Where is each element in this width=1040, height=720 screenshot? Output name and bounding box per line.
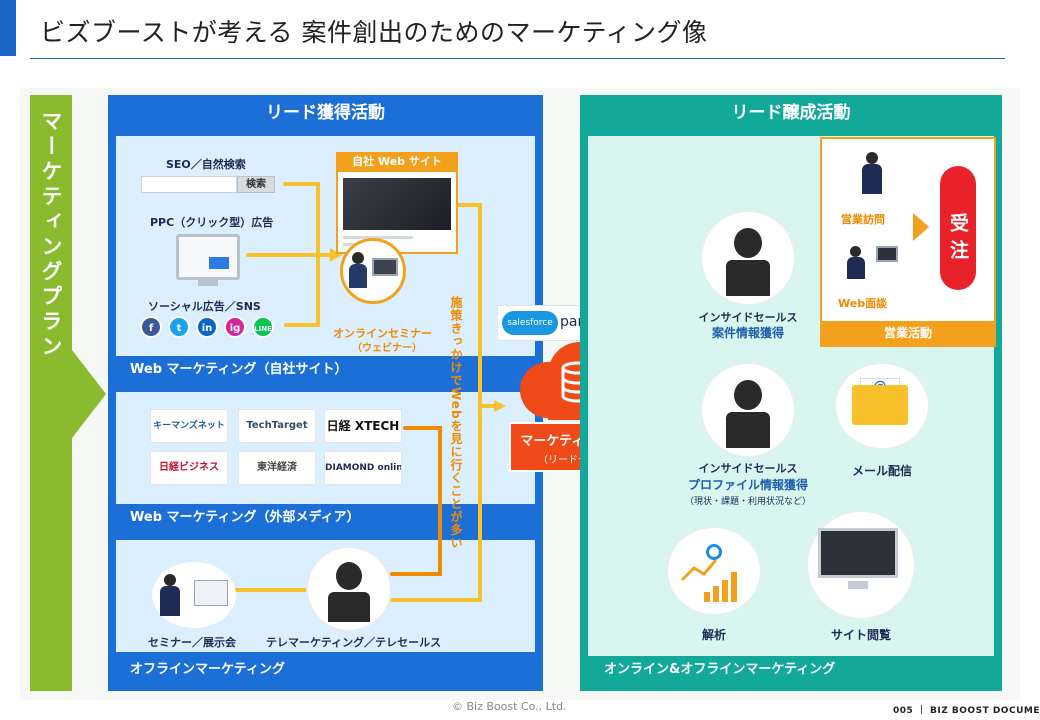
marketing-plan-label: マーケティングプラン: [39, 110, 63, 360]
ppc-monitor-icon: [176, 234, 240, 280]
title-divider: [30, 58, 1005, 59]
operator-head: [336, 562, 362, 590]
sales-activity-band: 営業活動: [822, 321, 994, 345]
site-view-label: サイト閲覧: [830, 628, 891, 642]
web-meeting-person-head: [850, 246, 861, 257]
online-offline-band: オンライン&オフラインマーケティング: [588, 656, 994, 684]
ad-banner-icon: [209, 257, 229, 269]
media-logo-xtech: 日経 XTECH: [324, 409, 402, 443]
twitter-icon: t: [168, 316, 190, 338]
external-media-band: Web マーケティング（外部メディア）: [116, 504, 535, 532]
site-monitor-stand-icon: [848, 581, 868, 589]
sales-visit-label: 営業訪問: [841, 213, 885, 226]
web-visit-note: 施策きっかけでWebを見に行くことが多い: [449, 296, 463, 550]
sales-visit-person-body: [862, 164, 882, 194]
page-number: 005 ｜ BIZ BOOST DOCUMENT: [893, 706, 1040, 716]
media-logo-diamond: DIAMOND online: [324, 451, 402, 485]
facebook-icon: f: [140, 316, 162, 338]
analysis-label: 解析: [701, 628, 726, 642]
search-button: 検索: [237, 176, 275, 193]
inside-sales-1-role: インサイドセールス: [698, 311, 798, 324]
sales-visit-person-head: [866, 152, 878, 164]
search-input: [141, 176, 237, 193]
marketing-plan-bar: [30, 95, 72, 691]
mail-delivery-label: メール配信: [851, 464, 912, 478]
webinar-person-head: [352, 252, 364, 264]
site-flow-line: [390, 203, 482, 602]
inside-sales-1-head: [734, 228, 762, 258]
media-logo-keymans: キーマンズネット: [150, 409, 228, 443]
operator-body: [328, 592, 370, 622]
linkedin-icon: in: [196, 316, 218, 338]
lead-generation-header: リード獲得活動: [266, 103, 385, 123]
order-badge: 受注: [940, 166, 976, 290]
webinar-label: オンラインセミナー: [333, 327, 432, 340]
web-meeting-label: Web面談: [838, 297, 888, 310]
presenter-head: [164, 574, 176, 586]
presentation-board-icon: [194, 580, 228, 606]
site-monitor-icon: [818, 528, 898, 578]
monitor-stand-icon: [198, 280, 218, 286]
own-website-header: 自社 Web サイト: [336, 152, 458, 172]
media-logo-nikkei-business: 日経ビジネス: [150, 451, 228, 485]
title-accent-bar: [0, 0, 16, 56]
inside-sales-1-body: [726, 260, 770, 296]
inside-sales-2-note: （現状・課題・利用状況など）: [684, 497, 811, 507]
seo-flow-line: [283, 182, 332, 257]
seminar-label: セミナー／展示会: [148, 636, 236, 649]
social-label: ソーシャル広告／SNS: [148, 300, 261, 313]
media-flow-line: [390, 426, 442, 576]
web-meeting-person-body: [847, 257, 865, 279]
website-screenshot-icon: [343, 178, 451, 230]
inside-sales-2-role: インサイドセールス: [698, 462, 798, 475]
page-title: ビズブーストが考える 案件創出のためのマーケティング像: [40, 18, 708, 47]
inside-sales-2-body: [726, 412, 770, 448]
own-site-band: Web マーケティング（自社サイト）: [116, 356, 535, 384]
analysis-chart-icon: [680, 559, 737, 602]
line-icon: LINE: [252, 316, 274, 338]
media-logo-toyokeizai: 東洋経済: [238, 451, 316, 485]
magnifier-icon: [706, 544, 722, 560]
webinar-sub-label: （ウェビナー）: [352, 343, 422, 354]
marketing-db-subtitle: （リードデータ）: [538, 455, 618, 466]
webinar-person-body: [349, 264, 367, 288]
envelope-icon: [852, 385, 908, 425]
marketing-plan-arrow: [72, 350, 106, 438]
inside-sales-2-head: [734, 380, 762, 410]
web-meeting-monitor-icon: [876, 246, 898, 262]
offline-band: オフラインマーケティング: [116, 656, 535, 684]
lead-nurturing-header: リード醸成活動: [731, 103, 851, 123]
to-order-arrow-icon: [913, 213, 929, 241]
copyright: © Biz Boost Co., Ltd.: [452, 700, 567, 713]
inside-sales-1-task: 案件情報獲得: [711, 326, 784, 340]
website-text-line: [343, 236, 413, 239]
telemarketing-label: テレマーケティング／テレセールス: [266, 636, 442, 649]
instagram-icon: ig: [224, 316, 246, 338]
inside-sales-2-task: プロファイル情報獲得: [687, 478, 808, 492]
seo-label: SEO／自然検索: [166, 158, 246, 171]
ppc-label: PPC（クリック型）広告: [150, 216, 274, 229]
webinar-monitor-icon: [372, 258, 398, 276]
presenter-body: [160, 586, 180, 616]
social-flow-line: [284, 253, 320, 327]
media-logo-techtarget: TechTarget: [238, 409, 316, 443]
salesforce-logo: salesforce: [502, 311, 558, 335]
